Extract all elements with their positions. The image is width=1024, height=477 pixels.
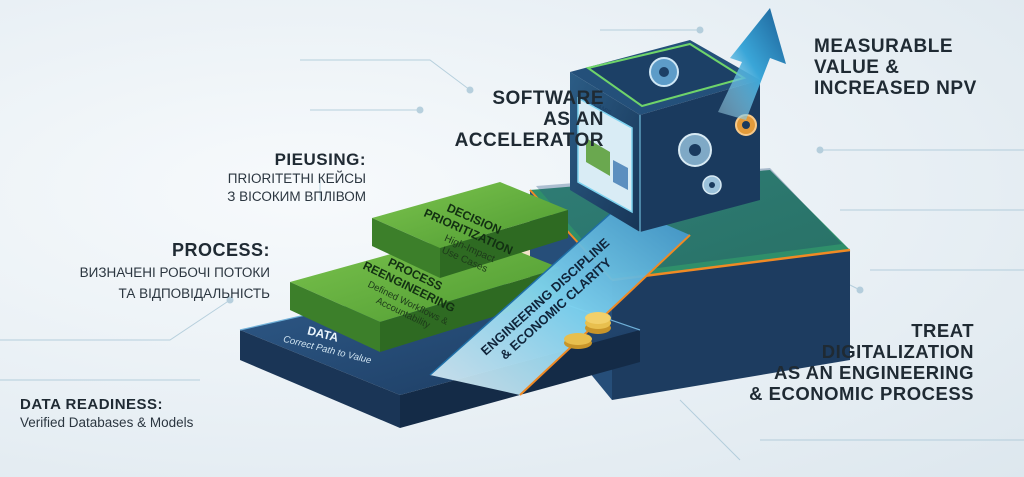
process-label: PROCESS: ВИЗНАЧЕНІ РОБОЧІ ПОТОКИ ТА ВІДП…: [30, 240, 270, 303]
diagram-shape: [611, 248, 851, 282]
diagram-shape: [816, 146, 824, 154]
data-readiness-title: DATA READINESS:: [20, 396, 164, 413]
diagram-shape: [564, 333, 592, 345]
diagram-shape: [856, 286, 864, 294]
diagram-shape: [718, 8, 786, 120]
treat-digitalization-label: TREAT DIGITALIZATION AS AN ENGINEERING &…: [740, 320, 974, 404]
diagram-shape: [226, 296, 234, 304]
gear-icon: [649, 57, 679, 87]
diagram-shape: [290, 282, 380, 352]
diagram-shape: [300, 59, 471, 91]
process-line-2: ТА ВІДПОВІДАЛЬНІСТЬ: [118, 286, 270, 301]
process-title: PROCESS:: [171, 240, 270, 260]
diagram-shape: [586, 138, 610, 176]
label-line: & ECONOMIC PROCESS: [749, 383, 974, 404]
diagram-shape: [429, 204, 621, 376]
pieusing-line-1: ПRIОRIТЕТНI КЕЙСЫ: [227, 171, 366, 186]
measurable-value-label: MEASURABLE VALUE & INCREASED NPV: [814, 36, 1014, 99]
pieusing-label: PIEUSING: ПRIОRIТЕТНI КЕЙСЫ З ВІСОКИМ ВП…: [180, 150, 366, 206]
growth-arrow-icon: [718, 8, 786, 120]
data-readiness-label: DATA READINESS: Verified Databases & Mod…: [20, 396, 320, 430]
software-accelerator-label: SOFTWARE AS AN ACCELERATOR: [444, 88, 604, 151]
diagram-shape: [380, 268, 560, 352]
label-line: AS AN: [543, 109, 604, 130]
diagram-shape: [679, 399, 741, 461]
diagram-shape: [585, 312, 611, 324]
diagram-shape: [440, 210, 568, 278]
circuit-lines: [0, 26, 1024, 461]
diagram-shape: [696, 26, 704, 34]
label-line: INCREASED NPV: [814, 78, 977, 99]
gear-icon: [702, 175, 722, 195]
diagram-shape: [613, 160, 628, 190]
diagram-shape: [0, 299, 231, 341]
label-line: SOFTWARE: [492, 88, 604, 109]
diagram-shape: [612, 250, 850, 400]
label-line: AS AN ENGINEERING: [773, 362, 974, 383]
diagram-shape: [742, 121, 750, 129]
diagram-shape: [709, 182, 715, 188]
label-line: VALUE &: [814, 57, 900, 78]
process-line-1: ВИЗНАЧЕНІ РОБОЧІ ПОТОКИ: [79, 265, 270, 280]
gear-icon: [678, 133, 712, 167]
cube: [570, 40, 760, 232]
diagram-shape: [372, 182, 568, 248]
label-line: DIGITALIZATION: [821, 341, 974, 362]
label-line: TREAT: [911, 320, 974, 341]
diagram-shape: [659, 67, 669, 77]
diagram-shape: [416, 106, 424, 114]
pieusing-title: PIEUSING:: [274, 150, 366, 169]
coin-stack-icon: [564, 312, 611, 349]
pieusing-line-2: З ВІСОКИМ ВПЛІВОМ: [227, 189, 366, 204]
diagram-shape: [240, 330, 400, 428]
diagram-shape: [466, 86, 474, 94]
step-decision-block: [372, 182, 568, 278]
data-readiness-sub: Verified Databases & Models: [20, 415, 194, 430]
diagram-shape: [689, 144, 701, 156]
diagram-shape: [430, 205, 690, 395]
label-line: MEASURABLE: [814, 36, 954, 57]
gear-icon: [735, 114, 757, 136]
diagram-shape: [372, 218, 440, 278]
label-line: ACCELERATOR: [454, 130, 604, 151]
